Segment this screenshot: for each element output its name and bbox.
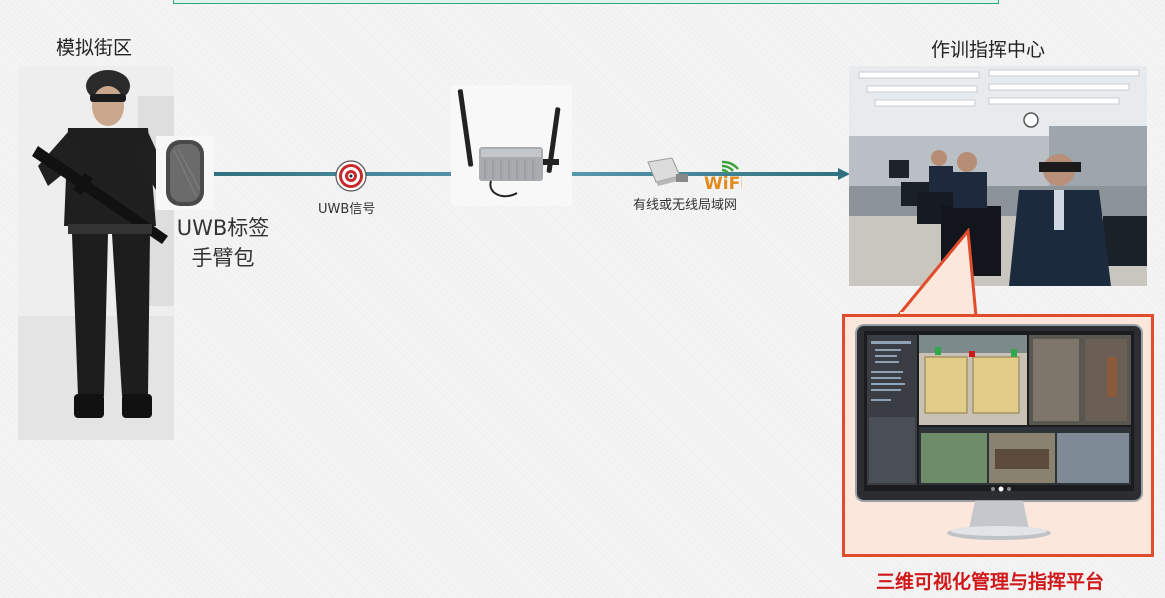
street-label: 模拟街区 — [56, 37, 133, 59]
monitor-icon — [855, 324, 1143, 540]
wifi-icon: WiFi — [702, 158, 746, 194]
soldier-photo — [18, 66, 174, 440]
flow-arrow-head — [838, 168, 850, 180]
network-label: 有线或无线局域网 — [633, 198, 738, 213]
callout-pointer — [894, 228, 978, 320]
top-banner — [173, 0, 999, 4]
command-center-label: 作训指挥中心 — [931, 39, 1046, 61]
uwb-signal-label: UWB信号 — [318, 202, 376, 217]
platform-callout — [842, 314, 1154, 557]
uwb-tag-caption-line1: UWB标签 — [176, 216, 270, 240]
uwb-tag-caption: UWB标签 手臂包 — [172, 213, 274, 273]
platform-label: 三维可视化管理与指挥平台 — [876, 571, 1105, 593]
base-station-icon — [451, 85, 572, 206]
ethernet-icon — [646, 156, 690, 190]
svg-text:WiFi: WiFi — [704, 174, 742, 192]
target-icon — [335, 160, 367, 192]
command-center-photo — [849, 66, 1147, 286]
uwb-tag-caption-line2: 手臂包 — [191, 246, 255, 270]
uwb-tag-icon — [156, 136, 214, 210]
